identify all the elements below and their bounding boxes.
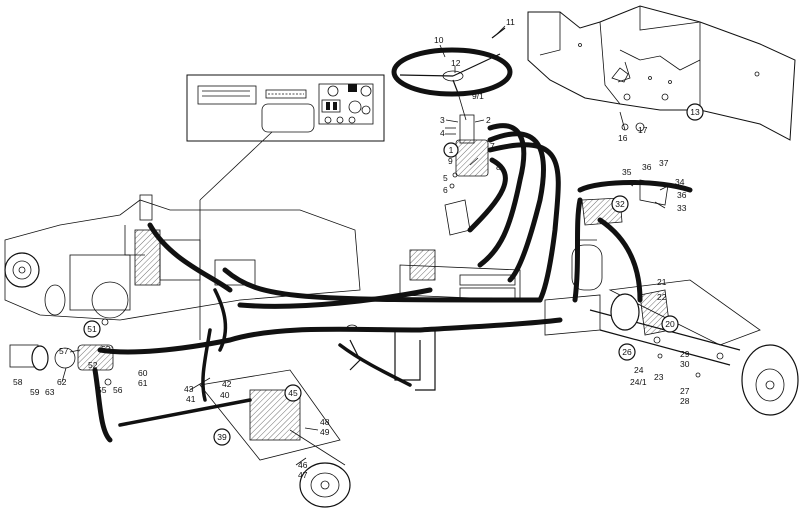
callout-40: 40: [220, 390, 230, 400]
callout-16: 16: [618, 133, 628, 143]
callout-8: 8: [496, 162, 501, 172]
callout-24-1: 24/1: [630, 377, 647, 387]
callout-59: 59: [30, 387, 40, 397]
svg-text:20: 20: [665, 319, 675, 329]
svg-text:1: 1: [449, 145, 454, 155]
callout-63: 63: [45, 387, 55, 397]
circled-ref-26: 26: [618, 343, 636, 361]
front-axle-assembly: [589, 279, 799, 416]
callout-42: 42: [222, 379, 232, 389]
callout-7: 7: [490, 141, 495, 151]
callout-2: 2: [486, 115, 491, 125]
bulkhead-panel-inset: [527, 5, 796, 141]
callout-60: 60: [138, 368, 148, 378]
circled-ref-45: 45: [284, 384, 302, 402]
callout-4: 4: [440, 128, 445, 138]
svg-text:32: 32: [615, 199, 625, 209]
callout-5: 5: [443, 173, 448, 183]
steering-wheel: [391, 27, 513, 121]
callout-9-1: 9/1: [472, 91, 484, 101]
callout-33: 33: [677, 203, 687, 213]
dashboard-inset: [186, 74, 385, 340]
svg-text:51: 51: [87, 324, 97, 334]
callout-6: 6: [443, 185, 448, 195]
callout-21: 21: [657, 277, 667, 287]
callout-28: 28: [680, 396, 690, 406]
circled-ref-32: 32: [611, 195, 629, 213]
callout-57: 57: [59, 346, 69, 356]
svg-text:45: 45: [288, 388, 298, 398]
circled-ref-51: 51: [83, 320, 101, 338]
callout-labels: 11 10 12 9/1 3 2 4 7 9 8 5 6 16 17 35 36…: [13, 17, 690, 480]
callout-53: 53: [101, 344, 111, 354]
callout-27: 27: [680, 386, 690, 396]
engine-assembly: [4, 194, 361, 321]
valve-block: [399, 199, 521, 301]
svg-text:13: 13: [690, 107, 700, 117]
circled-references: 1 13 32 20 26 51 45 39: [83, 103, 704, 446]
callout-24: 24: [634, 365, 644, 375]
circled-ref-39: 39: [213, 428, 231, 446]
callout-37: 37: [659, 158, 669, 168]
callout-22: 22: [657, 292, 667, 302]
callout-55: 55: [97, 385, 107, 395]
callout-10: 10: [434, 35, 444, 45]
callout-35: 35: [622, 167, 632, 177]
circled-ref-13: 13: [686, 103, 704, 121]
oil-reservoir: [571, 239, 603, 291]
callout-36-top: 36: [642, 162, 652, 172]
callout-56: 56: [113, 385, 123, 395]
callout-43: 43: [184, 384, 194, 394]
callout-61: 61: [138, 378, 148, 388]
pump-assembly: [9, 318, 114, 386]
rear-axle-assembly: [118, 369, 351, 508]
steering-column-unit: [445, 114, 489, 189]
callout-58: 58: [13, 377, 23, 387]
callout-62: 62: [57, 377, 67, 387]
circled-ref-1: 1: [443, 142, 459, 158]
callout-30: 30: [680, 359, 690, 369]
callout-9: 9: [448, 156, 453, 166]
callout-46: 46: [298, 460, 308, 470]
pipe-fittings: [346, 294, 724, 391]
callout-3: 3: [440, 115, 445, 125]
callout-12: 12: [451, 58, 461, 68]
callout-41: 41: [186, 394, 196, 404]
circled-ref-20: 20: [661, 315, 679, 333]
leader-lines: [61, 25, 671, 466]
hydraulic-hoses: [92, 123, 693, 443]
callout-29: 29: [680, 349, 690, 359]
callout-47: 47: [298, 470, 308, 480]
callout-52: 52: [88, 360, 98, 370]
callout-17: 17: [638, 125, 648, 135]
svg-text:39: 39: [217, 432, 227, 442]
callout-48: 48: [320, 417, 330, 427]
callout-11: 11: [506, 17, 515, 27]
svg-text:26: 26: [622, 347, 632, 357]
callout-36-bottom: 36: [677, 190, 687, 200]
callout-49: 49: [320, 427, 330, 437]
callout-23: 23: [654, 372, 664, 382]
callout-34: 34: [675, 177, 685, 187]
